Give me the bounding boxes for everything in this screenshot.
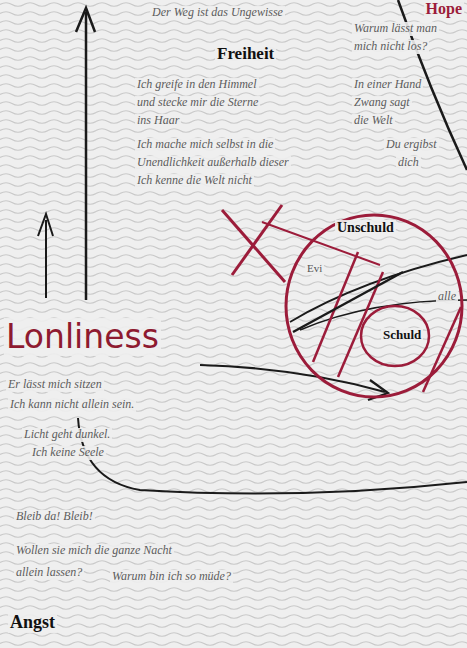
red-circle: UnschuldEviSchuld: [283, 212, 465, 400]
heading-label: Angst: [8, 612, 57, 633]
circle-text: Evi: [305, 262, 324, 275]
heading-label: Lonliness: [4, 318, 161, 356]
handwritten-note: mich nicht los?: [352, 40, 429, 54]
handwritten-note: Ich kann nicht allein sein.: [8, 398, 136, 412]
handwritten-note: Der Weg ist das Ungewisse: [150, 6, 285, 20]
handwritten-note: Ich greife in den Himmel: [135, 78, 259, 92]
handwritten-note: ins Haar: [135, 114, 181, 128]
circle-text: Schuld: [381, 328, 423, 343]
handwritten-note: Ich kenne die Welt nicht: [135, 174, 254, 188]
handwritten-note: In einer Hand: [352, 78, 423, 92]
handwritten-note: Du ergibst: [384, 138, 439, 152]
handwritten-note: Wollen sie mich die ganze Nacht: [14, 544, 174, 558]
handwritten-note: allein lassen?: [14, 566, 84, 580]
handwritten-note: Licht geht dunkel.: [22, 428, 112, 442]
heading-label: Hope: [424, 0, 464, 18]
handwritten-note: Er lässt mich sitzen: [6, 378, 104, 392]
handwritten-note: und stecke mir die Sterne: [135, 96, 260, 110]
handwritten-note: alle: [436, 290, 458, 304]
handwritten-note: dich: [396, 156, 421, 170]
circle-text: Unschuld: [335, 220, 396, 236]
handwritten-note: Unendlichkeit außerhalb dieser: [135, 156, 291, 170]
handwritten-note: Zwang sagt: [352, 96, 412, 110]
handwritten-note: Ich mache mich selbst in die: [135, 138, 275, 152]
heading-label: Freiheit: [215, 44, 276, 64]
handwritten-note: Warum lässt man: [352, 22, 439, 36]
circle-outline: [283, 212, 465, 400]
handwritten-note: die Welt: [352, 114, 395, 128]
handwritten-note: Warum bin ich so müde?: [110, 570, 233, 584]
handwritten-note: Ich keine Seele: [30, 446, 106, 460]
handwritten-note: Bleib da! Bleib!: [14, 510, 95, 524]
